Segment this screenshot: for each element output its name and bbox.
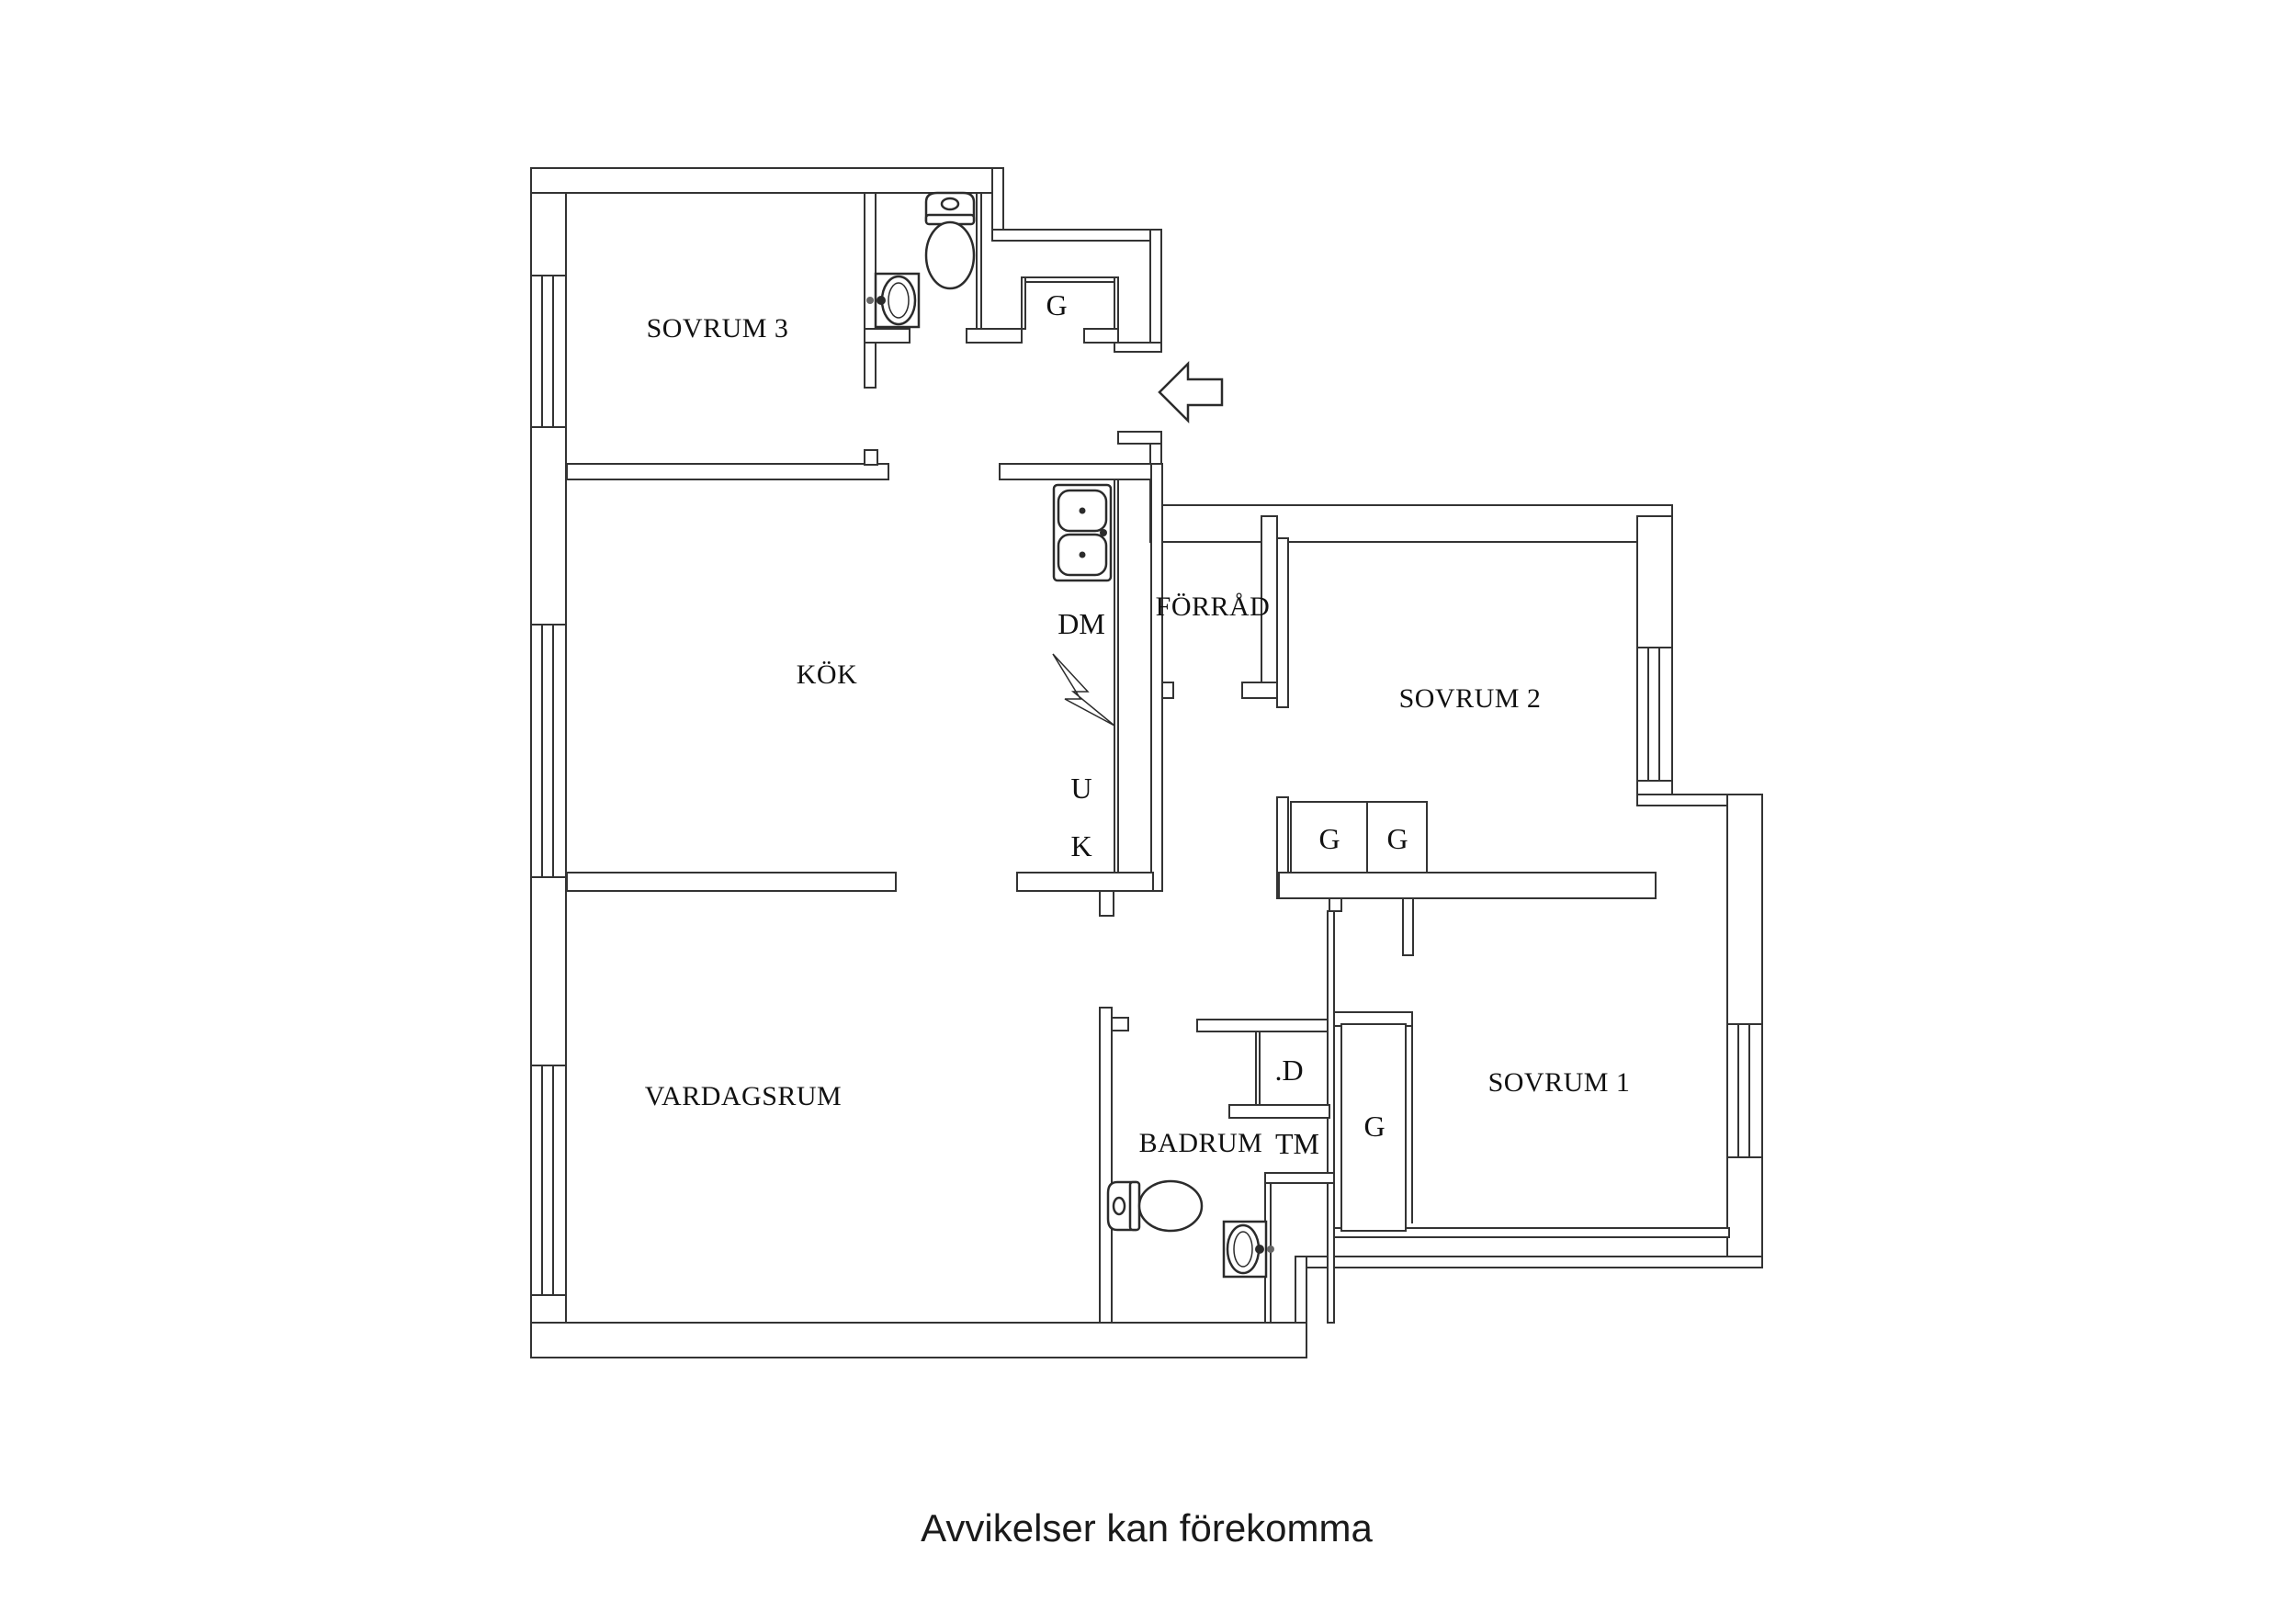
wall-bottom-left (530, 1322, 1307, 1358)
labels: SOVRUM 3 KÖK FÖRRÅD SOVRUM 2 VARDAGSRUM … (645, 288, 1631, 1160)
wall-bottom-right (1295, 1256, 1763, 1268)
wall-closet-hall-top (1021, 276, 1119, 283)
closet-sovrum2-b (1366, 801, 1428, 873)
wall-sovrum2-south (1278, 872, 1657, 899)
wall-kok-column-east (1114, 479, 1119, 873)
wall-forrad-south-r (1241, 682, 1278, 699)
wall-badrum-north (1196, 1019, 1330, 1032)
toilet-icon (924, 191, 976, 290)
window-vardagsrum (530, 1065, 567, 1296)
wall-column-door-stub (1099, 890, 1114, 917)
wall-kok-north (999, 463, 1159, 480)
kitchen-sink-icon (1052, 483, 1113, 582)
closet-label-sovrum2-b: G (1386, 822, 1408, 855)
wall-sovrum2-door-stub (1329, 897, 1342, 912)
wall-badrum-west (1099, 1007, 1113, 1324)
wall-closet-hall-stub (1083, 328, 1119, 344)
wall-wc-south-right (966, 328, 1023, 344)
wall-badrum-door-stub (1111, 1017, 1129, 1031)
closet-sovrum2-a (1290, 801, 1368, 873)
wall-closet-hall-left (1021, 276, 1026, 330)
closet-label-sovrum1: G (1363, 1110, 1385, 1143)
disclaimer-text: Avvikelser kan förekomma (921, 1506, 1373, 1550)
wall-wc-east (976, 192, 982, 330)
washbasin-icon (866, 272, 921, 329)
wall-d-west (1255, 1031, 1261, 1106)
fixtures (866, 191, 1274, 1279)
room-label-badrum: BADRUM (1139, 1128, 1263, 1158)
washbasin-icon (1222, 1220, 1274, 1279)
wall-right-upper (1149, 229, 1162, 350)
wall-wc-west (864, 192, 877, 389)
closet-label-hall: G (1046, 288, 1067, 321)
wall-sovrum2-west-upper (1276, 537, 1289, 708)
stove-icon (1052, 653, 1115, 727)
walls (530, 167, 1763, 1358)
room-label-sovrum1: SOVRUM 1 (1488, 1067, 1631, 1098)
wall-sovrum1-south (1333, 1227, 1730, 1238)
window-sovrum2 (1636, 647, 1673, 782)
appliance-label-k: K (1070, 829, 1091, 862)
room-label-kok: KÖK (797, 659, 858, 690)
window-kok (530, 624, 567, 878)
appliance-label-u: U (1070, 772, 1091, 805)
wall-forrad-west (1150, 463, 1163, 892)
room-label-vardagsrum: VARDAGSRUM (645, 1081, 843, 1111)
window-sovrum3 (530, 275, 567, 428)
wall-entry-stub (1117, 431, 1162, 445)
wall-tm-south (1264, 1172, 1335, 1184)
wall-wc-south-left (864, 328, 910, 344)
toilet-icon (1106, 1179, 1204, 1233)
wall-sovrum3-door-stub (864, 449, 878, 466)
wall-corridor-east (1402, 897, 1414, 956)
wall-kok-south (566, 872, 897, 892)
wall-top-exterior (530, 167, 1004, 194)
room-label-sovrum3: SOVRUM 3 (647, 313, 789, 344)
appliance-label-d: .D (1274, 1054, 1303, 1087)
entry-arrow-icon (1158, 360, 1224, 424)
wall-column-south (1016, 872, 1154, 892)
windows (530, 275, 1763, 1296)
room-label-forrad: FÖRRÅD (1156, 592, 1271, 622)
closet-label-sovrum2-a: G (1318, 822, 1340, 855)
wall-sovrum3-south (566, 463, 889, 480)
window-sovrum1 (1726, 1023, 1763, 1158)
room-label-sovrum2: SOVRUM 2 (1399, 683, 1542, 714)
appliance-label-dm: DM (1058, 607, 1105, 640)
wall-closet-hall-step (1114, 342, 1162, 353)
wall-d-south (1228, 1104, 1330, 1119)
wall-north-corridor (1149, 504, 1673, 543)
closet-sovrum1-box (1340, 1023, 1407, 1232)
wall-forrad-south-l (1161, 682, 1174, 699)
wall-closet-hall-right (1114, 276, 1119, 330)
appliance-label-tm: TM (1275, 1127, 1319, 1160)
wall-top-exterior-2 (991, 229, 1162, 242)
